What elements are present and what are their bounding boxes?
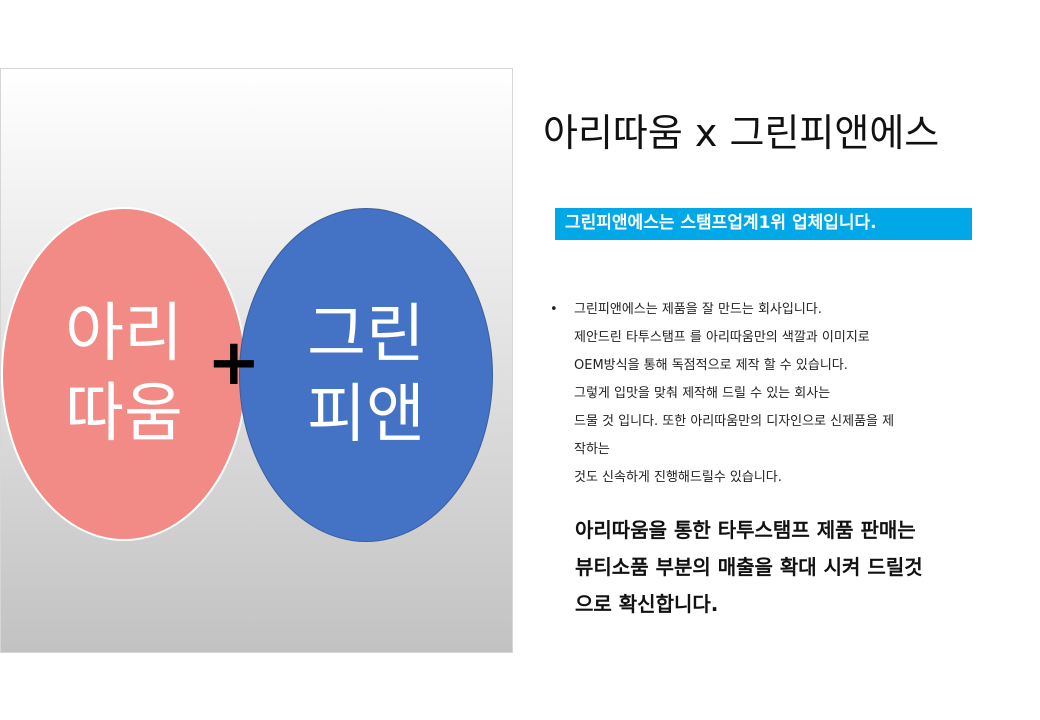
bullet-line: 작하는 (574, 442, 610, 457)
bullet-text-lines: 그린피앤에스는 제품을 잘 만드는 회사입니다. 제안드린 타투스탬프 를 아리… (548, 296, 988, 492)
left-graphic-panel: 아리 따움 그린 피앤 + (0, 68, 513, 653)
greenpns-circle-line-2: 피앤 (307, 378, 425, 452)
bullet-paragraph: • 그린피앤에스는 제품을 잘 만드는 회사입니다. 제안드린 타투스탬프 를 … (548, 296, 988, 492)
bullet-line: 드물 것 입니다. 또한 아리따움만의 디자인으로 신제품을 제 (574, 414, 895, 429)
slide-title: 아리따움 x 그린피앤에스 (543, 111, 940, 155)
conclusion-text: 아리따움을 통한 타투스탬프 제품 판매는 뷰티소품 부분의 매출을 확대 시켜… (575, 512, 995, 623)
bullet-marker: • (550, 302, 558, 317)
greenpns-circle: 그린 피앤 (239, 208, 493, 542)
aritaum-circle: 아리 따움 (1, 207, 247, 541)
aritaum-circle-line-2: 따움 (65, 377, 183, 451)
conclusion-line: 아리따움을 통한 타투스탬프 제품 판매는 (575, 518, 916, 542)
greenpns-circle-line-1: 그린 (307, 298, 425, 372)
bullet-line: 제안드린 타투스탬프 를 아리따움만의 색깔과 이미지로 (574, 330, 870, 345)
bullet-line: 그렇게 입맛을 맞춰 제작해 드릴 수 있는 회사는 (574, 386, 831, 401)
highlight-banner: 그린피앤에스는 스탬프업계1위 업체입니다. (555, 208, 972, 240)
plus-icon: + (207, 326, 261, 400)
aritaum-circle-line-1: 아리 (65, 297, 183, 371)
conclusion-line: 으로 확신합니다. (575, 592, 719, 616)
conclusion-line: 뷰티소품 부분의 매출을 확대 시켜 드릴것 (575, 555, 923, 579)
bullet-line: 그린피앤에스는 제품을 잘 만드는 회사입니다. (574, 302, 822, 317)
bullet-line: 것도 신속하게 진행해드릴수 있습니다. (574, 470, 782, 485)
bullet-line: OEM방식을 통해 독점적으로 제작 할 수 있습니다. (574, 358, 848, 373)
